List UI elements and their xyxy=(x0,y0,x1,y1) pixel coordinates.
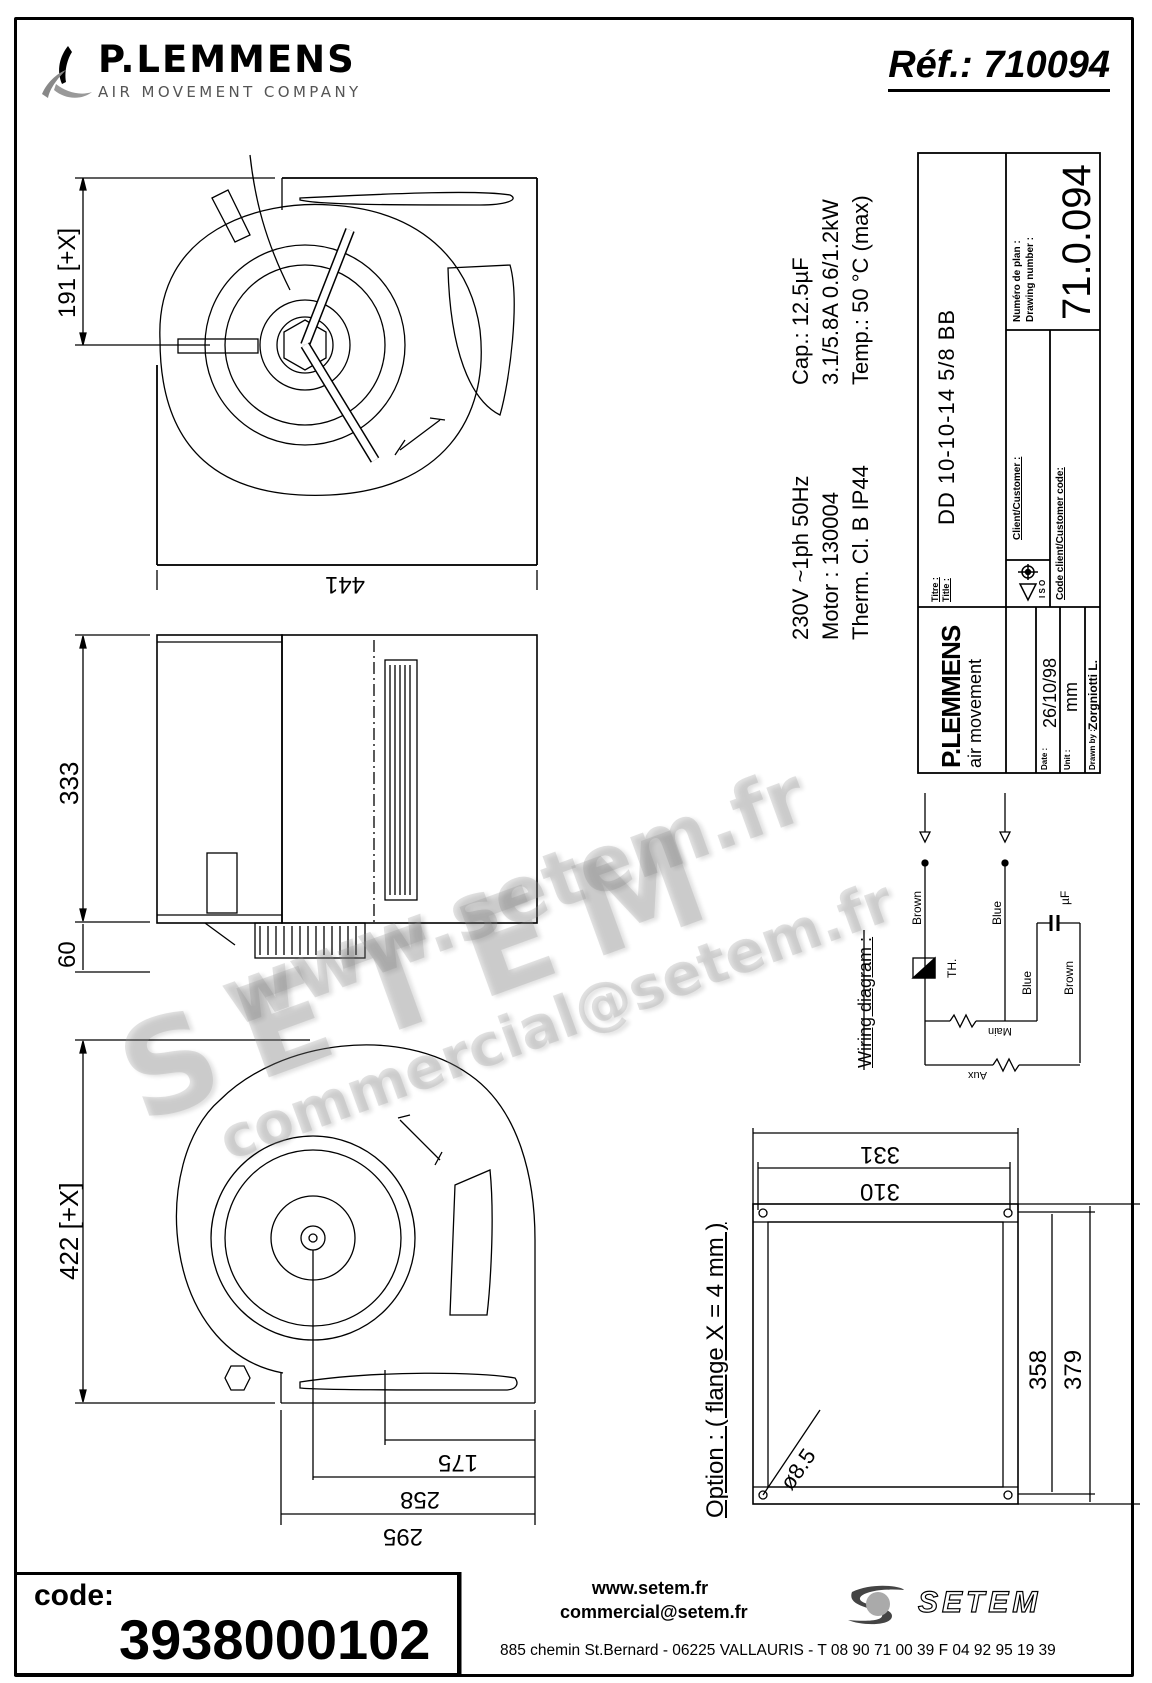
date-label: Date : xyxy=(1040,747,1049,770)
dim-191: 191 [+X] xyxy=(54,227,81,318)
thermal-protector-label: TH. xyxy=(945,958,959,978)
wire-blue-label: Blue xyxy=(990,900,1004,925)
wire-brown-label: Brown xyxy=(910,890,924,925)
dim-422: 422 [+X] xyxy=(54,1182,84,1280)
setem-wordmark: SETEM xyxy=(917,1585,1042,1619)
wiring-title: Wiring diagram : xyxy=(855,936,875,1068)
dim-358: 358 xyxy=(1025,1349,1052,1390)
main-winding-label: Main xyxy=(988,1025,1012,1037)
unit-value: mm xyxy=(1061,682,1081,712)
iso-label: I S O xyxy=(1038,579,1047,598)
code-value: 3938000102 xyxy=(119,1608,431,1671)
title-block-company: P.LEMMENS xyxy=(936,625,966,768)
brand-name: P.LEMMENS xyxy=(98,38,356,81)
cap-unit-label: µF xyxy=(1058,890,1072,905)
dim-258: 258 xyxy=(400,1486,441,1513)
dim-441 xyxy=(156,564,538,590)
title-label-fr: Titre : xyxy=(930,577,940,602)
drawing-frame xyxy=(14,17,1134,1677)
title-block-company-sub: air movement xyxy=(965,658,985,768)
flange-option-label: Option : ( flange X = 4 mm ) xyxy=(702,1222,729,1518)
spec-motor: Motor : 130004 xyxy=(818,492,843,640)
spec-capacitor: Cap.: 12.5µF xyxy=(788,257,813,385)
address: 885 chemin St.Bernard - 06225 VALLAURIS … xyxy=(500,1642,1056,1659)
date-value: 26/10/98 xyxy=(1040,657,1060,728)
spec-current-power: 3.1/5.8A 0.6/1.2kW xyxy=(818,199,843,385)
dim-333: 333 xyxy=(54,761,84,805)
side-view xyxy=(75,634,538,973)
drawing-number-label-fr: Numéro de plan : xyxy=(1012,240,1023,322)
email-link[interactable]: commercial@setem.fr xyxy=(560,1602,748,1622)
iso-projection-icon xyxy=(1014,562,1042,607)
title-value: DD 10-10-14 5/8 BB xyxy=(934,308,959,525)
dim-379: 379 xyxy=(1060,1349,1087,1390)
code-label: code: xyxy=(34,1579,115,1612)
front-view xyxy=(75,154,538,566)
spec-thermal-class: Therm. Cl. B IP44 xyxy=(848,465,873,640)
drawing-number: 71.0.094 xyxy=(1055,164,1099,320)
aux-winding-label: Aux xyxy=(968,1069,987,1081)
title-label-en: Title : xyxy=(941,578,951,602)
rear-view xyxy=(75,1039,536,1525)
drawing-number-label-en: Drawing number : xyxy=(1025,236,1036,322)
title-block-lines xyxy=(917,152,1101,774)
spec-temperature: Temp.: 50 °C (max) xyxy=(848,195,873,385)
brand-logo xyxy=(38,42,96,107)
dim-295: 295 xyxy=(383,1523,424,1550)
cap-blue-label: Blue xyxy=(1020,970,1034,995)
brand-tagline: AIR MOVEMENT COMPANY xyxy=(98,83,362,101)
dim-60: 60 xyxy=(54,941,81,968)
product-code-box: code: 3938000102 xyxy=(14,1572,460,1676)
customer-label: Client/Customer : xyxy=(1012,456,1023,540)
customer-code-label: Code client/Customer code: xyxy=(1055,467,1066,600)
reference-number: Réf.: 710094 xyxy=(888,44,1110,92)
dim-175: 175 xyxy=(438,1449,479,1476)
dim-310: 310 xyxy=(860,1178,901,1205)
drawn-by-value: Zorgniotti L. xyxy=(1086,660,1100,730)
drawn-by-label: Drawn by : xyxy=(1088,729,1097,770)
setem-logo-icon xyxy=(842,1582,912,1631)
spec-voltage: 230V ~1ph 50Hz xyxy=(788,475,813,640)
unit-label: Unit : xyxy=(1063,749,1072,770)
flange-view xyxy=(752,1128,1140,1505)
cap-brown-label: Brown xyxy=(1062,960,1076,995)
website-link[interactable]: www.setem.fr xyxy=(591,1578,709,1598)
wiring-diagram-lines xyxy=(863,793,1081,1073)
dim-331: 331 xyxy=(860,1141,901,1168)
dim-441: 441 xyxy=(325,571,366,598)
